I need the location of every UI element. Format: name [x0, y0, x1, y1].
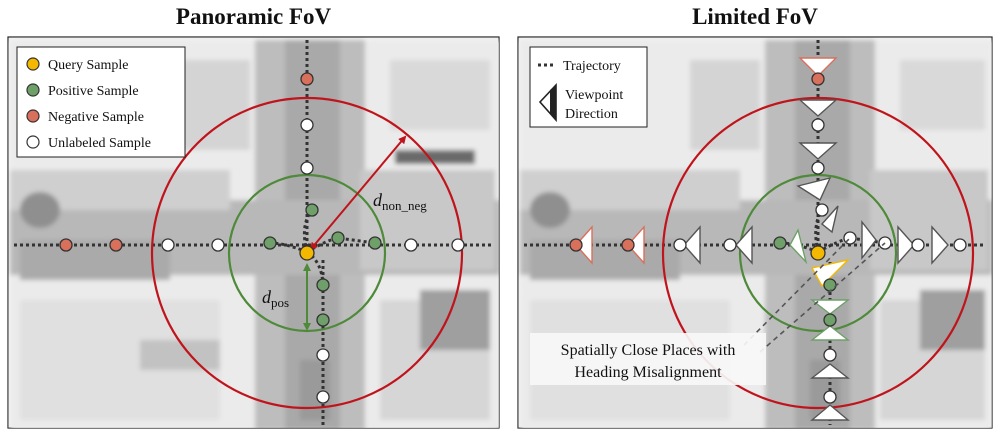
unlabeled-sample — [404, 238, 418, 252]
positive-sample — [823, 313, 837, 327]
query-sample — [299, 245, 315, 261]
unlabeled-sample — [316, 390, 330, 404]
right-samples — [569, 72, 967, 404]
viewpoint-cone — [820, 205, 839, 234]
unlabeled-sample — [211, 238, 225, 252]
negative-sample — [109, 238, 123, 252]
legend-query-label: Query Sample — [48, 58, 128, 73]
legend-query-swatch — [26, 57, 40, 71]
right-panel-title: Limited FoV — [692, 4, 818, 29]
viewpoint-cone — [798, 99, 838, 117]
left-panel-title: Panoramic FoV — [175, 4, 332, 29]
negative-sample — [811, 72, 825, 86]
legend-viewpoint-label-2: Direction — [565, 107, 618, 122]
viewpoint-cone — [809, 325, 851, 341]
unlabeled-sample — [316, 348, 330, 362]
legend-negative-swatch — [26, 109, 40, 123]
unlabeled-sample — [451, 238, 465, 252]
unlabeled-sample — [953, 238, 967, 252]
unlabeled-sample — [823, 348, 837, 362]
positive-sample — [368, 236, 382, 250]
positive-sample — [331, 231, 345, 245]
viewpoint-cone — [897, 225, 915, 265]
viewpoint-cone — [735, 225, 753, 265]
callout-box: Spatially Close Places with Heading Misa… — [530, 333, 766, 385]
d-non-neg-label: dnon_neg — [373, 190, 427, 213]
positive-sample — [316, 278, 330, 292]
callout-line-1: Spatially Close Places with — [561, 342, 736, 359]
left-samples — [59, 72, 465, 404]
positive-radius-circle — [227, 173, 387, 333]
viewpoint-cone — [809, 299, 851, 315]
query-sample — [810, 245, 826, 261]
negative-sample — [621, 238, 635, 252]
viewpoint-cone — [798, 57, 838, 77]
negative-radius-circle — [150, 96, 464, 410]
positive-radius-circle — [738, 173, 898, 333]
negative-sample — [569, 238, 583, 252]
positive-sample — [823, 278, 837, 292]
unlabeled-sample — [815, 203, 829, 217]
viewpoint-cone — [789, 228, 808, 265]
viewpoint-cone — [796, 176, 832, 202]
right-panel: Spatially Close Places with Heading Misa… — [517, 36, 993, 429]
unlabeled-sample — [811, 161, 825, 175]
unlabeled-sample — [823, 390, 837, 404]
viewpoint-cone — [575, 225, 593, 265]
unlabeled-sample — [911, 238, 925, 252]
legend-positive-swatch — [26, 83, 40, 97]
left-pointcloud-map — [10, 40, 499, 428]
legend-trajectory-label: Trajectory — [563, 59, 621, 74]
unlabeled-sample — [811, 118, 825, 132]
positive-sample — [316, 313, 330, 327]
legend-negative-label: Negative Sample — [48, 110, 144, 125]
viewpoint-cone — [861, 219, 877, 261]
legend-positive-label: Positive Sample — [48, 84, 139, 99]
positive-sample — [773, 236, 787, 250]
legend-unlabeled-swatch — [26, 135, 40, 149]
right-legend: Trajectory Viewpoint Direction — [529, 46, 648, 128]
d-pos-label: dpos — [262, 287, 289, 310]
d-non-neg-arrow — [309, 135, 407, 251]
unlabeled-sample — [161, 238, 175, 252]
callout-line-2: Heading Misalignment — [574, 364, 722, 381]
viewpoint-cone — [810, 404, 850, 421]
legend-unlabeled-label: Unlabeled Sample — [48, 136, 151, 151]
unlabeled-sample — [723, 238, 737, 252]
viewpoint-cone — [931, 225, 949, 265]
viewpoint-cone — [798, 142, 838, 160]
right-viewpoints — [575, 57, 949, 421]
unlabeled-sample — [300, 161, 314, 175]
unlabeled-sample — [673, 238, 687, 252]
viewpoint-cone — [809, 363, 851, 379]
legend-viewpoint-label-1: Viewpoint — [565, 88, 623, 103]
negative-radius-circle — [661, 96, 975, 410]
left-panel: dnon_neg dpos Query Sample Positive Samp… — [7, 36, 500, 429]
viewpoint-cone — [683, 225, 701, 265]
unlabeled-sample — [300, 118, 314, 132]
negative-sample — [59, 238, 73, 252]
negative-sample — [300, 72, 314, 86]
positive-sample — [305, 203, 319, 217]
viewpoint-cone — [627, 225, 645, 265]
left-legend: Query Sample Positive Sample Negative Sa… — [16, 46, 186, 158]
callout-leaders — [743, 237, 886, 353]
positive-sample — [263, 236, 277, 250]
legend-viewpoint-swatch-fill — [550, 85, 556, 120]
